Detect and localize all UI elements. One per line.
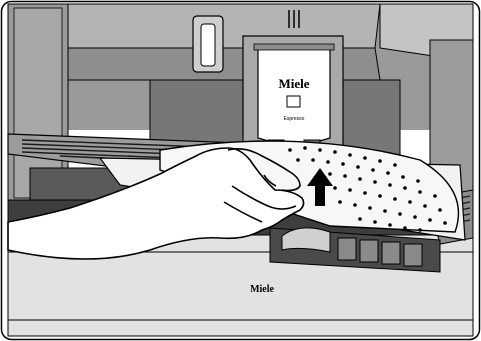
front-panel-brand-logo: Miele [250, 284, 274, 295]
dispenser-espresso-label: Espresso [284, 116, 305, 122]
milk-spout [193, 16, 223, 72]
espresso-cup-icon [287, 96, 300, 107]
coffee-dispenser: Miele Espresso [243, 36, 343, 156]
dispenser-brand-logo: Miele [278, 76, 309, 91]
